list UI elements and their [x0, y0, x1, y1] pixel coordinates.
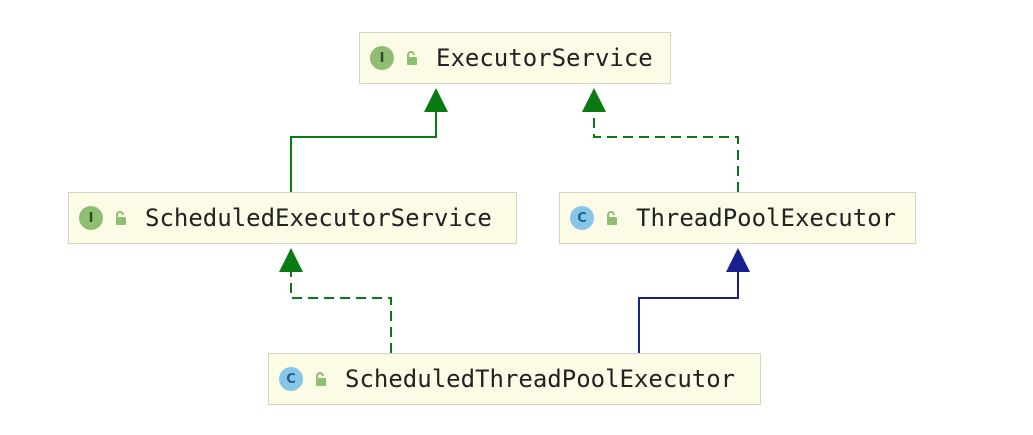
edge-scheduled-executor-service-to-executor-service: [290, 88, 448, 192]
arrowhead: [726, 248, 750, 272]
lock-icon: [116, 211, 126, 225]
lock-icon: [607, 211, 617, 225]
arrowhead: [279, 248, 303, 272]
edge-scheduled-thread-pool-executor-to-scheduled-executor-service: [279, 248, 392, 353]
class-icon: C: [279, 367, 303, 391]
node-label: ExecutorService: [436, 44, 653, 72]
executor-service-node[interactable]: I ExecutorService: [359, 32, 671, 84]
node-label: ThreadPoolExecutor: [636, 204, 897, 232]
interface-icon: I: [79, 206, 103, 230]
arrowhead: [424, 88, 448, 112]
edge-line: [290, 272, 392, 353]
thread-pool-executor-node[interactable]: C ThreadPoolExecutor: [559, 192, 916, 244]
edge-thread-pool-executor-to-executor-service: [582, 88, 739, 192]
interface-icon: I: [370, 46, 394, 70]
scheduled-executor-service-node[interactable]: I ScheduledExecutorService: [68, 192, 517, 244]
edge-line: [638, 272, 739, 353]
edge-line: [593, 112, 739, 192]
lock-icon: [316, 372, 326, 386]
class-icon: C: [570, 206, 594, 230]
lock-icon: [407, 51, 417, 65]
node-label: ScheduledExecutorService: [145, 204, 492, 232]
node-label: ScheduledThreadPoolExecutor: [345, 365, 736, 393]
edge-scheduled-thread-pool-executor-to-thread-pool-executor: [638, 248, 750, 353]
scheduled-thread-pool-executor-node[interactable]: C ScheduledThreadPoolExecutor: [268, 353, 761, 405]
edge-line: [290, 112, 437, 192]
arrowhead: [582, 88, 606, 112]
